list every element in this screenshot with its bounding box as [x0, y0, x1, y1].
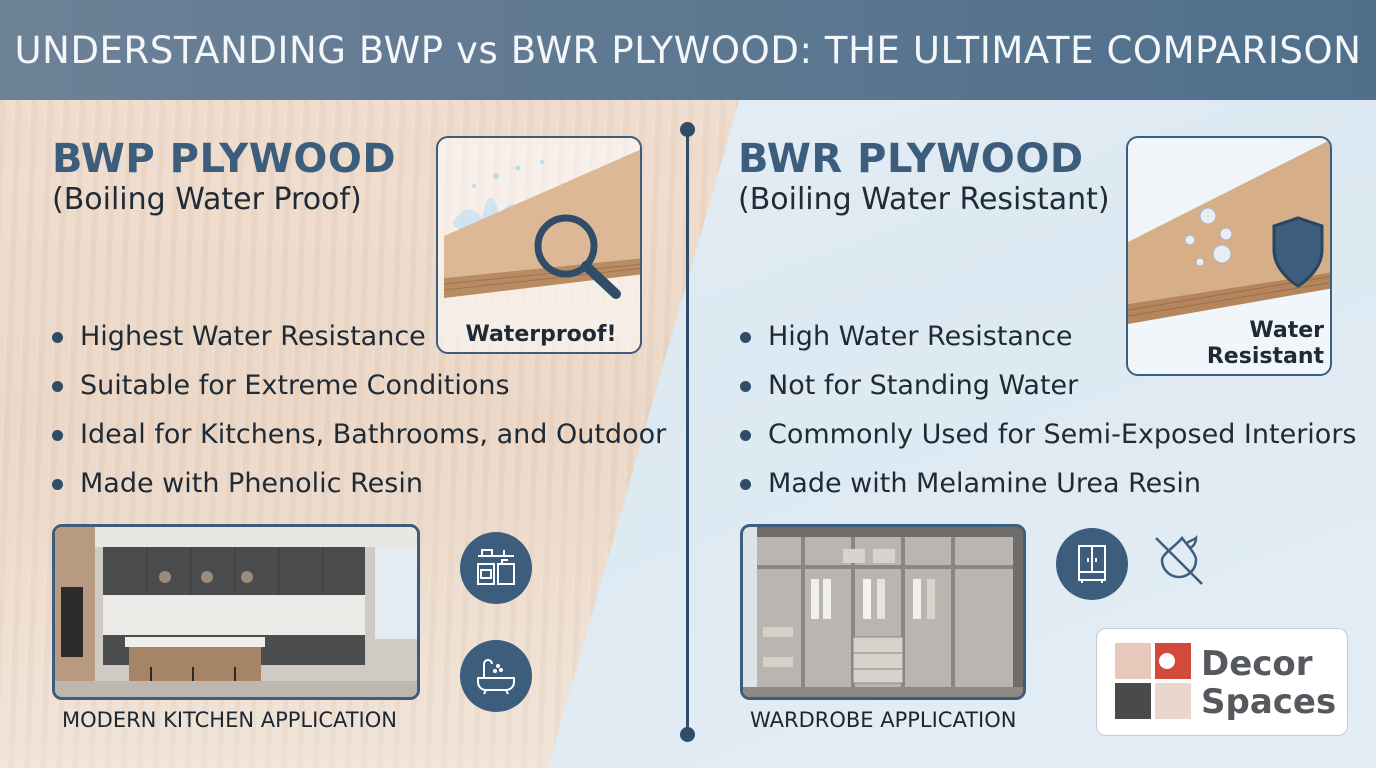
bwp-subtitle: (Boiling Water Proof): [52, 182, 362, 217]
bwp-title: BWP PLYWOOD: [52, 136, 397, 182]
list-item: Suitable for Extreme Conditions: [52, 361, 666, 410]
list-item: Ideal for Kitchens, Bathrooms, and Outdo…: [52, 410, 666, 459]
list-item: Highest Water Resistance: [52, 312, 666, 361]
logo-text-decor: Decor: [1201, 644, 1313, 684]
bwp-bullet-list: Highest Water Resistance Suitable for Ex…: [52, 312, 666, 508]
bwr-caption: WARDROBE APPLICATION: [750, 708, 1017, 732]
bwp-caption: MODERN KITCHEN APPLICATION: [62, 708, 397, 732]
bwr-title: BWR PLYWOOD: [738, 136, 1084, 182]
bwr-board-card: Water Resistant: [1126, 136, 1332, 376]
logo-mark-icon: [1115, 643, 1191, 719]
center-divider: [680, 122, 695, 742]
page-title: UNDERSTANDING BWP vs BWR PLYWOOD: THE UL…: [14, 28, 1362, 72]
list-item: High Water Resistance: [740, 312, 1357, 361]
bwr-board-illustration: [1128, 140, 1330, 324]
logo-text-spaces: Spaces: [1201, 682, 1337, 722]
bwr-badge-label: Water Resistant: [1206, 318, 1324, 369]
bwr-bullet-list: High Water Resistance Not for Standing W…: [740, 312, 1357, 508]
header-banner: UNDERSTANDING BWP vs BWR PLYWOOD: THE UL…: [0, 0, 1376, 100]
no-water-icon: [1148, 530, 1210, 592]
kitchen-photo: [52, 524, 420, 700]
brand-logo: Decor Spaces: [1096, 628, 1348, 736]
list-item: Made with Melamine Urea Resin: [740, 459, 1357, 508]
list-item: Not for Standing Water: [740, 361, 1357, 410]
wardrobe-photo: [740, 524, 1026, 700]
list-item: Commonly Used for Semi-Exposed Interiors: [740, 410, 1357, 459]
kitchen-icon: [460, 532, 532, 604]
bwp-badge-label: Waterproof!: [465, 322, 617, 347]
bwr-subtitle: (Boiling Water Resistant): [738, 182, 1110, 217]
bwp-board-illustration: [443, 149, 640, 299]
list-item: Made with Phenolic Resin: [52, 459, 666, 508]
bathtub-icon: [460, 640, 532, 712]
wardrobe-icon: [1056, 528, 1128, 600]
bwp-board-card: Waterproof!: [436, 136, 642, 354]
